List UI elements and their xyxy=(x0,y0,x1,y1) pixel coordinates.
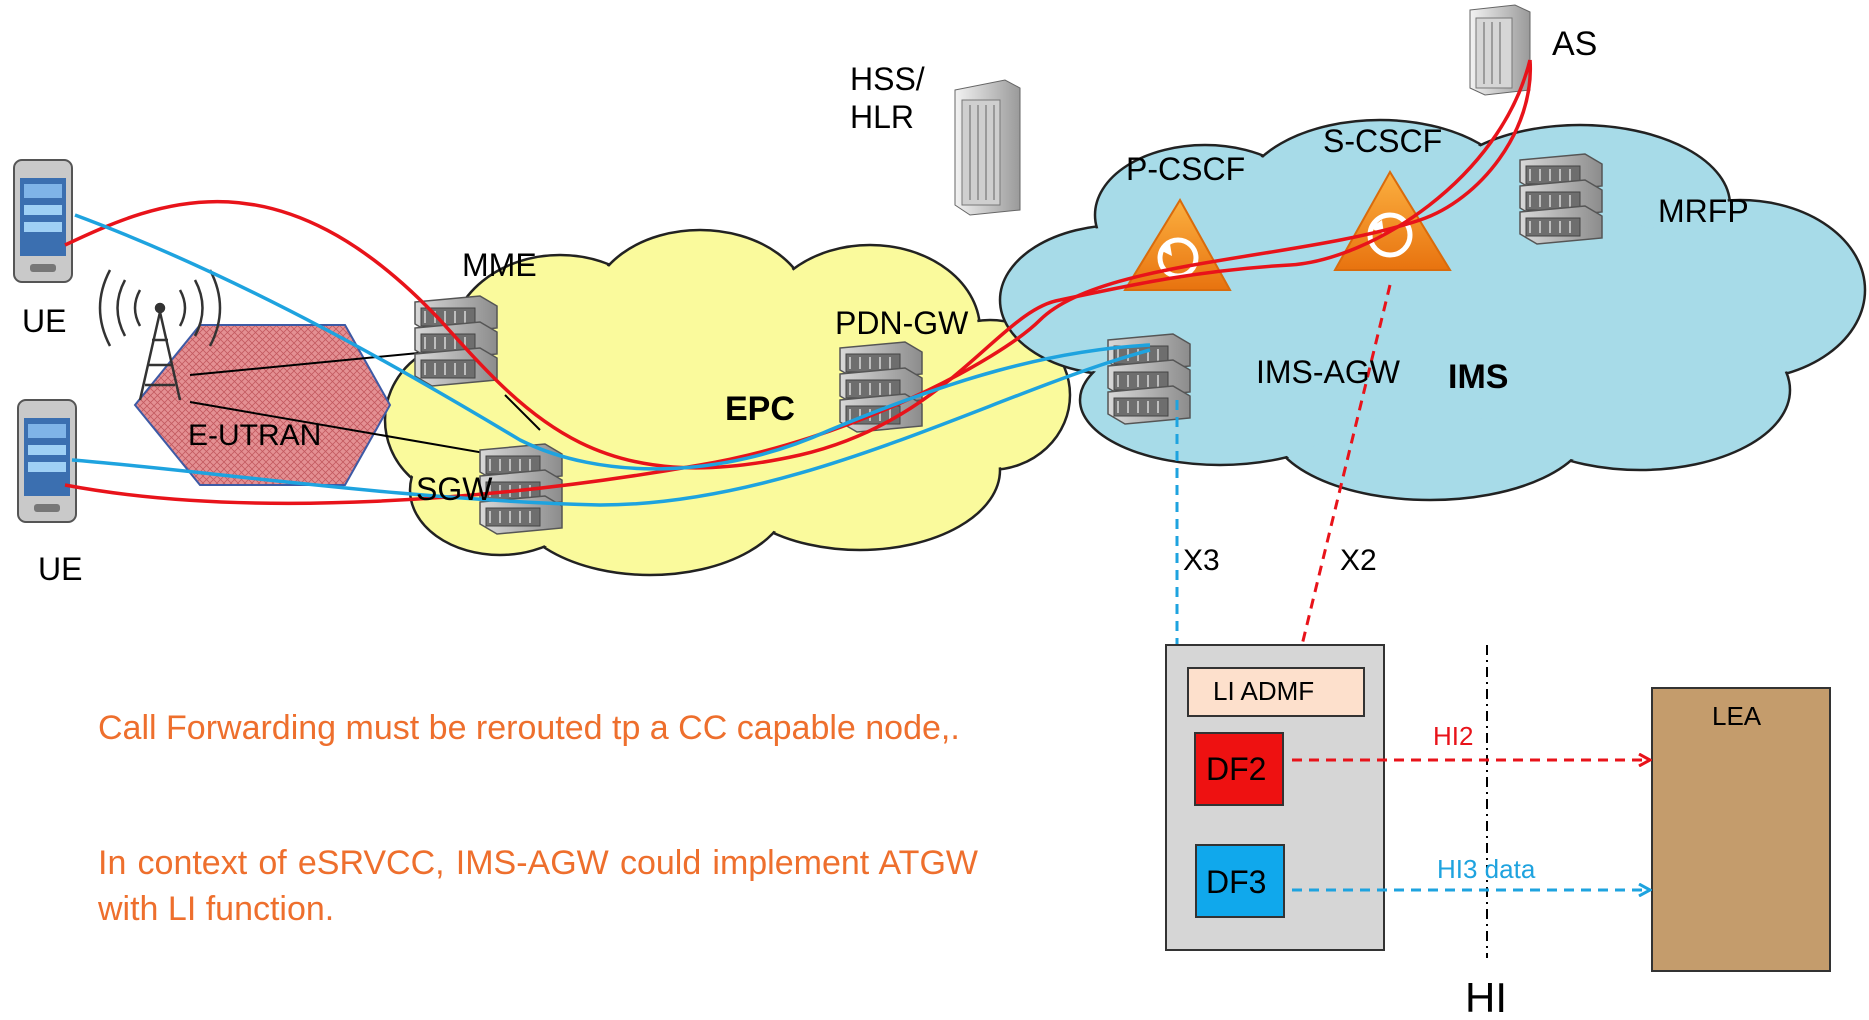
sgw-server-icon xyxy=(479,443,563,535)
lea-label: LEA xyxy=(1712,701,1762,731)
mme-server-icon xyxy=(414,295,498,387)
e-utran-cell xyxy=(133,324,392,486)
bearer-paths xyxy=(64,59,1532,507)
ims-agw-label: IMS-AGW xyxy=(1256,354,1401,390)
li-admf-label: LI ADMF xyxy=(1213,676,1314,706)
as-rack-icon xyxy=(1469,4,1531,96)
li-admf-box xyxy=(1187,667,1365,717)
antenna-icon xyxy=(98,269,222,401)
hss-hlr-label-1: HSS/ xyxy=(850,61,925,97)
mrfp-server-icon xyxy=(1519,153,1603,245)
df2-label: DF2 xyxy=(1206,751,1266,787)
s-cscf-label: S-CSCF xyxy=(1323,123,1442,159)
epc-label: EPC xyxy=(725,390,795,428)
ue-phone-icon-bottom xyxy=(17,399,77,523)
hi2-label: HI2 xyxy=(1433,721,1473,751)
ims-agw-server-icon xyxy=(1107,333,1191,425)
df3-label: DF3 xyxy=(1206,864,1266,900)
hss-hlr-rack-icon xyxy=(954,79,1021,216)
ue-bottom-label: UE xyxy=(38,551,82,587)
as-label: AS xyxy=(1552,25,1597,63)
lea-box xyxy=(1651,687,1831,972)
x3-label: X3 xyxy=(1183,544,1220,577)
mme-label: MME xyxy=(462,247,537,283)
note-esrvcc: In context of eSRVCC, IMS-AGW could impl… xyxy=(98,844,978,928)
x2-label: X2 xyxy=(1340,544,1377,577)
df2-box xyxy=(1194,732,1284,806)
sgw-label: SGW xyxy=(416,471,493,507)
ue-top-label: UE xyxy=(22,303,66,339)
df3-box xyxy=(1195,844,1285,918)
mrfp-label: MRFP xyxy=(1658,193,1749,229)
hss-hlr-label-2: HLR xyxy=(850,99,914,135)
hi3-label: HI3 data xyxy=(1437,854,1536,884)
pdn-gw-label: PDN-GW xyxy=(835,305,969,341)
ims-label: IMS xyxy=(1448,358,1508,396)
ue-phone-icon-top xyxy=(13,159,73,283)
pdn-gw-server-icon xyxy=(839,341,923,433)
p-cscf-label: P-CSCF xyxy=(1126,151,1245,187)
control-links xyxy=(189,349,541,461)
note-call-forwarding: Call Forwarding must be rerouted tp a CC… xyxy=(98,709,960,747)
hi-label: HI xyxy=(1465,974,1507,1020)
e-utran-label: E-UTRAN xyxy=(188,419,321,452)
x2-link xyxy=(1280,284,1392,735)
